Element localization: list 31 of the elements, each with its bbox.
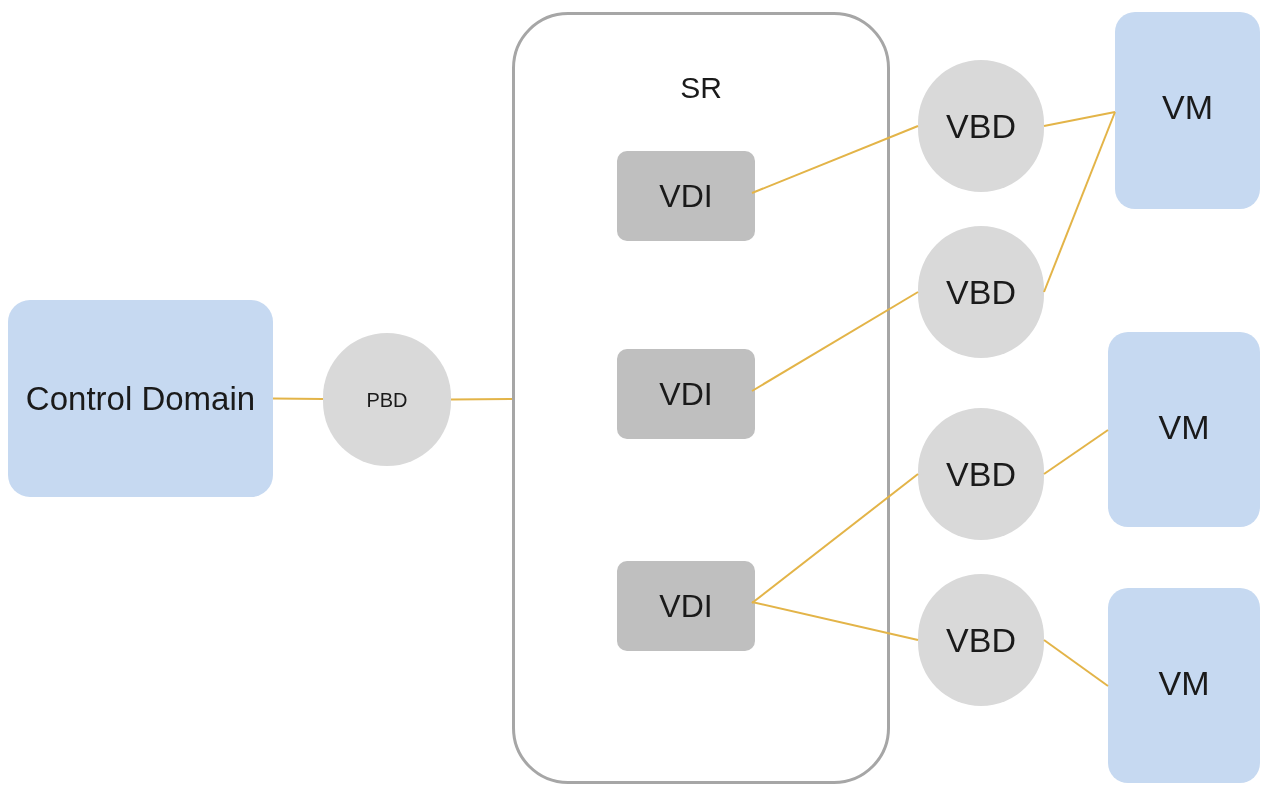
node-label: VM [1162,87,1213,126]
connector-line [1043,639,1109,687]
node-label: Control Domain [25,378,256,419]
process-box [8,300,273,497]
connector-line [1043,111,1116,293]
connector-line [751,473,919,604]
node-label: VM [1158,407,1210,446]
node-label: VBD [946,271,1016,313]
process-box [1108,332,1260,527]
node-label: VM [1158,663,1210,702]
node-label: VDI [659,587,713,626]
connector-line [1043,429,1109,475]
node-label: VDI [659,375,713,414]
node-label: PBD [366,387,408,413]
connector-line [450,398,513,401]
connector-line [1043,111,1116,127]
process-box [1108,588,1260,783]
node-label: VDI [659,177,713,216]
process-box [617,349,755,439]
container-box [512,12,890,784]
process-box [617,561,755,651]
node-label: SR [680,70,722,105]
connector-line [751,601,919,641]
connector-line [751,291,919,392]
process-box [617,151,755,241]
process-box [1115,12,1260,209]
node-label: VBD [946,619,1016,661]
connector-line [751,125,919,194]
node-label: VBD [946,453,1016,495]
node-label: VBD [946,105,1016,147]
connector-line [272,397,324,400]
